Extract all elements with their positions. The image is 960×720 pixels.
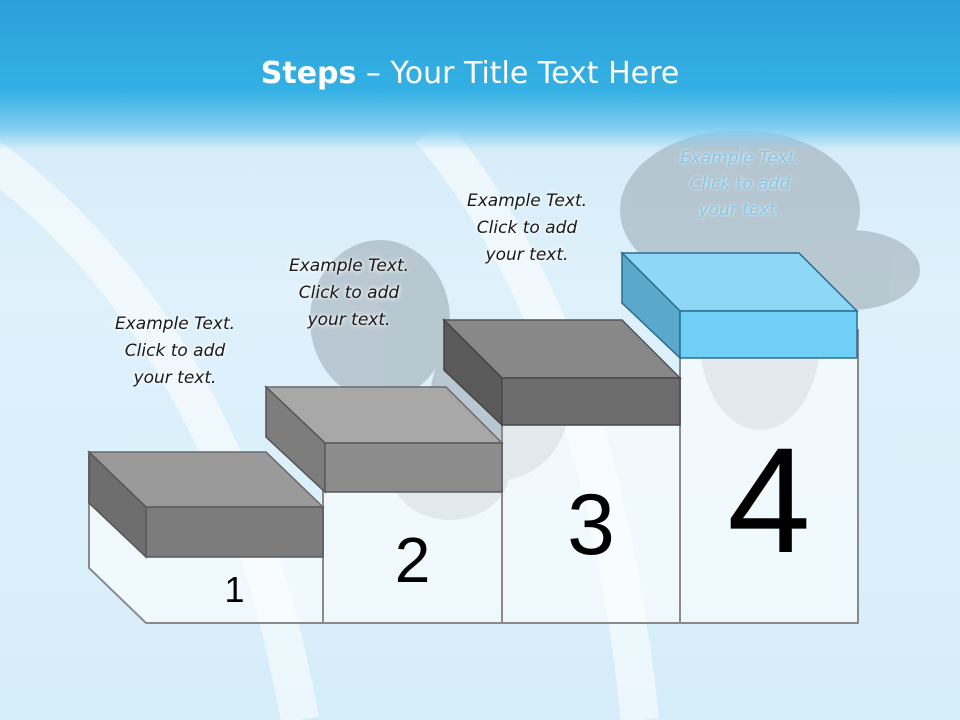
header-band <box>0 0 960 150</box>
step-3-line3: your text. <box>485 245 569 265</box>
step-3-block[interactable] <box>442 318 682 427</box>
title-bold: Steps <box>260 56 357 91</box>
step-4-text[interactable]: Example Text. Click to add your text. <box>640 145 840 223</box>
step-1-block[interactable] <box>87 450 325 559</box>
step-1-line1: Example Text. <box>114 314 236 334</box>
title-rest: – Your Title Text Here <box>356 56 680 91</box>
step-2-block[interactable] <box>264 385 504 494</box>
slide-title[interactable]: Steps – Your Title Text Here <box>0 52 940 96</box>
step-3-text[interactable]: Example Text. Click to add your text. <box>427 188 627 269</box>
step-3-number: 3 <box>567 477 615 573</box>
step-2-number: 2 <box>394 524 431 596</box>
step-3-column <box>501 404 681 624</box>
step-4-line3: your text. <box>698 200 782 220</box>
step-2-line3: your text. <box>307 310 391 330</box>
step-1-number: 1 <box>224 569 245 610</box>
step-1-line3: your text. <box>133 368 217 388</box>
step-1-text[interactable]: Example Text. Click to add your text. <box>75 311 275 392</box>
step-3-line2: Click to add <box>476 218 578 238</box>
step-2-line1: Example Text. <box>288 256 410 276</box>
step-4-number: 4 <box>727 416 811 584</box>
step-4-line2: Click to add <box>689 174 791 194</box>
step-4-column <box>679 329 859 624</box>
step-3-line1: Example Text. <box>466 191 588 211</box>
step-4-block[interactable] <box>620 251 859 360</box>
step-1-line2: Click to add <box>124 341 226 361</box>
step-4-line1: Example Text. <box>679 148 801 168</box>
step-2-text[interactable]: Example Text. Click to add your text. <box>249 253 449 334</box>
step-2-line2: Click to add <box>298 283 400 303</box>
